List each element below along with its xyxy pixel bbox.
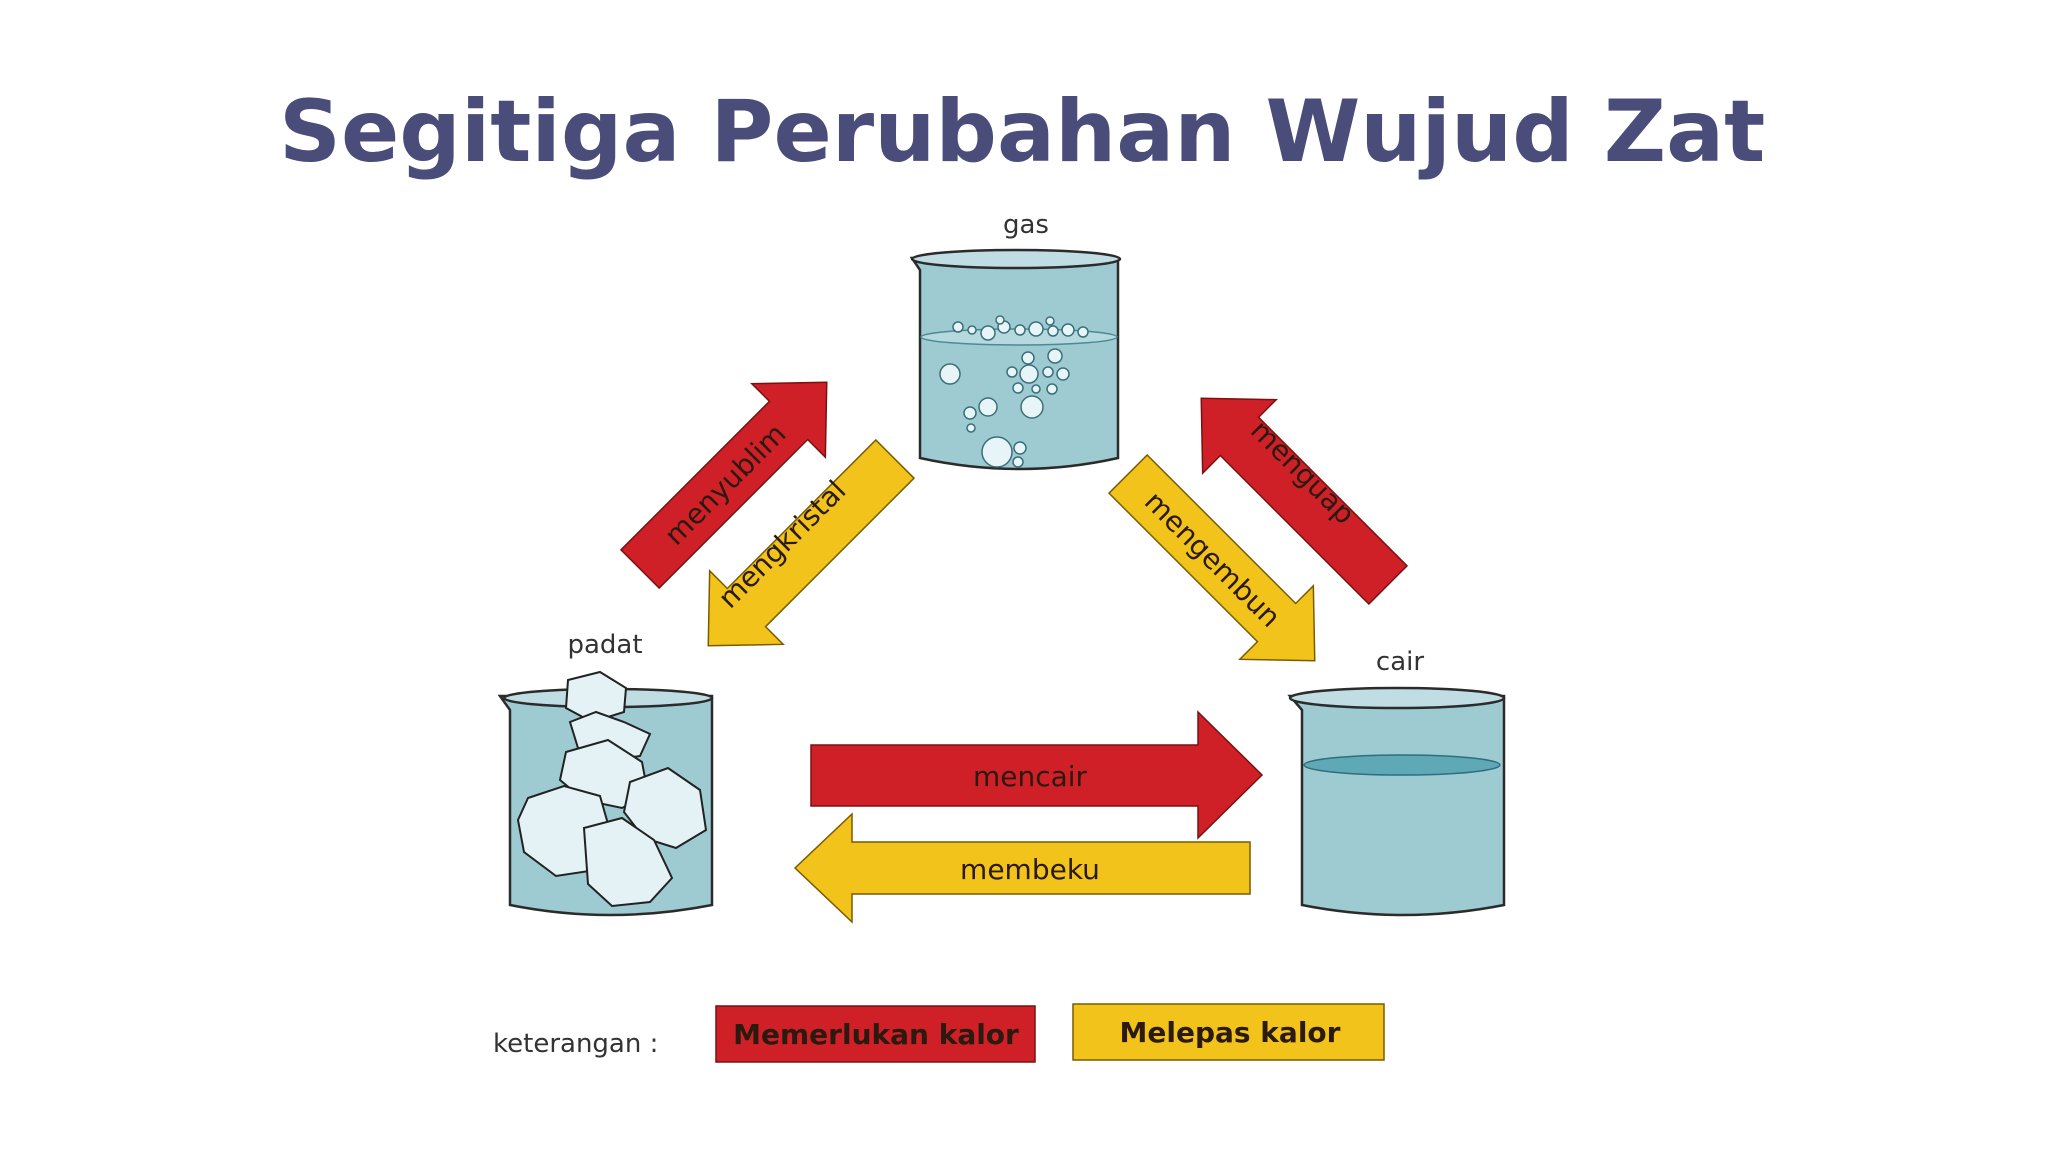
legend-swatch-requires-heat xyxy=(715,1005,1036,1063)
legend-text-releases-heat: Melepas kalor xyxy=(1120,1016,1341,1049)
page-title: Segitiga Perubahan Wujud Zat xyxy=(279,82,1766,182)
arrow-melting: mencair xyxy=(810,710,1264,840)
solid-beaker xyxy=(497,670,714,917)
label-melting: mencair xyxy=(973,760,1088,793)
liquid-beaker xyxy=(1287,686,1506,917)
gas-bubbles xyxy=(939,315,1089,468)
legend-swatch-releases-heat xyxy=(1072,1003,1385,1061)
legend: keterangan : Memerlukan kalor Melepas ka… xyxy=(493,1003,1385,1063)
label-freezing: membeku xyxy=(960,853,1100,886)
label-gas: gas xyxy=(1003,210,1049,240)
gas-beaker xyxy=(909,248,1122,471)
label-solid: padat xyxy=(567,630,642,660)
legend-text-requires-heat: Memerlukan kalor xyxy=(733,1018,1019,1051)
label-liquid: cair xyxy=(1376,647,1424,677)
legend-label: keterangan : xyxy=(493,1029,658,1059)
ice-cubes xyxy=(516,670,708,908)
label-condensation: mengembun xyxy=(1138,485,1287,634)
arrow-freezing: membeku xyxy=(793,812,1251,924)
